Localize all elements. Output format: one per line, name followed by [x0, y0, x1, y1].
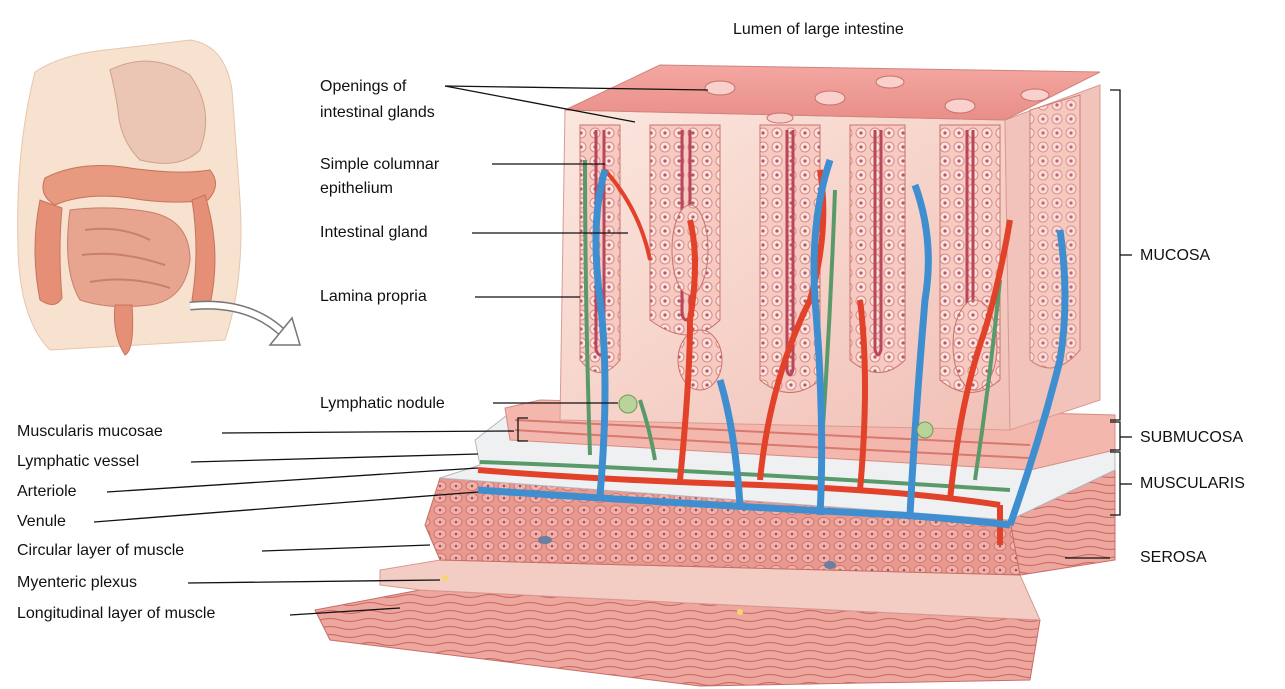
- label-lymphatic-nodule: Lymphatic nodule: [320, 393, 445, 415]
- label-submucosa: SUBMUCOSA: [1140, 427, 1243, 449]
- label-lamina-propria: Lamina propria: [320, 286, 427, 308]
- label-arteriole: Arteriole: [17, 481, 77, 503]
- label-serosa: SEROSA: [1140, 547, 1207, 569]
- label-muscularis-mucosae: Muscularis mucosae: [17, 421, 163, 443]
- label-intestinal-gland: Intestinal gland: [320, 222, 428, 244]
- label-venule: Venule: [17, 511, 66, 533]
- label-myenteric-plexus: Myenteric plexus: [17, 572, 137, 594]
- label-lumen: Lumen of large intestine: [733, 19, 904, 41]
- label-mucosa: MUCOSA: [1140, 245, 1210, 267]
- label-openings-line2: intestinal glands: [320, 102, 435, 124]
- label-lymphatic-vessel: Lymphatic vessel: [17, 451, 139, 473]
- label-muscularis: MUSCULARIS: [1140, 473, 1245, 495]
- label-epithelium-line2: epithelium: [320, 178, 393, 200]
- mucosa-block: [560, 65, 1100, 430]
- label-longitudinal-muscle: Longitudinal layer of muscle: [17, 603, 215, 625]
- label-epithelium-line1: Simple columnar: [320, 154, 439, 176]
- label-circular-muscle: Circular layer of muscle: [17, 540, 184, 562]
- label-openings-line1: Openings of: [320, 76, 406, 98]
